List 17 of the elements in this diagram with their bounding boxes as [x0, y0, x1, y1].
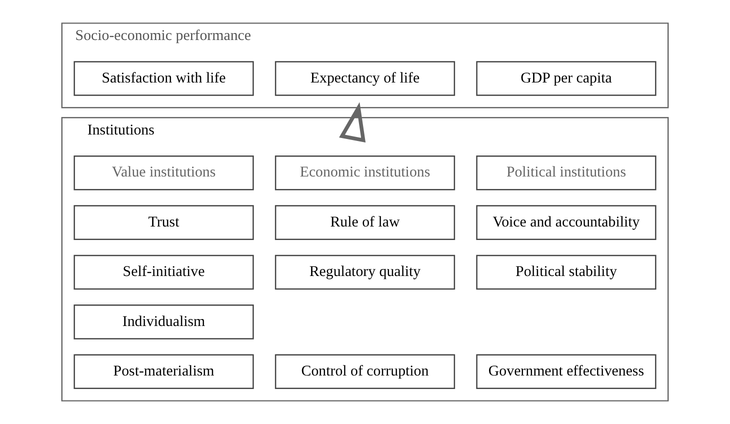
- node-box: Political stability: [476, 254, 656, 290]
- node-box: Self-initiative: [74, 254, 254, 290]
- node-box: Control of corruption: [274, 354, 456, 389]
- node-box: Political institutions: [476, 155, 656, 190]
- node-box: Post-materialism: [74, 354, 254, 389]
- node-box: Regulatory quality: [274, 254, 456, 290]
- node-box: Economic institutions: [274, 155, 456, 190]
- node-box: Voice and accountability: [476, 205, 656, 240]
- node-box: Trust: [74, 205, 254, 240]
- node-box: Value institutions: [74, 155, 254, 190]
- node-box: Rule of law: [274, 205, 456, 240]
- node-box: Individualism: [74, 304, 254, 340]
- node-box: Expectancy of life: [274, 61, 456, 96]
- arrow: [339, 102, 366, 143]
- node-box: Government effectiveness: [476, 354, 656, 389]
- node-box: GDP per capita: [476, 61, 656, 96]
- node-box: Satisfaction with life: [74, 61, 254, 96]
